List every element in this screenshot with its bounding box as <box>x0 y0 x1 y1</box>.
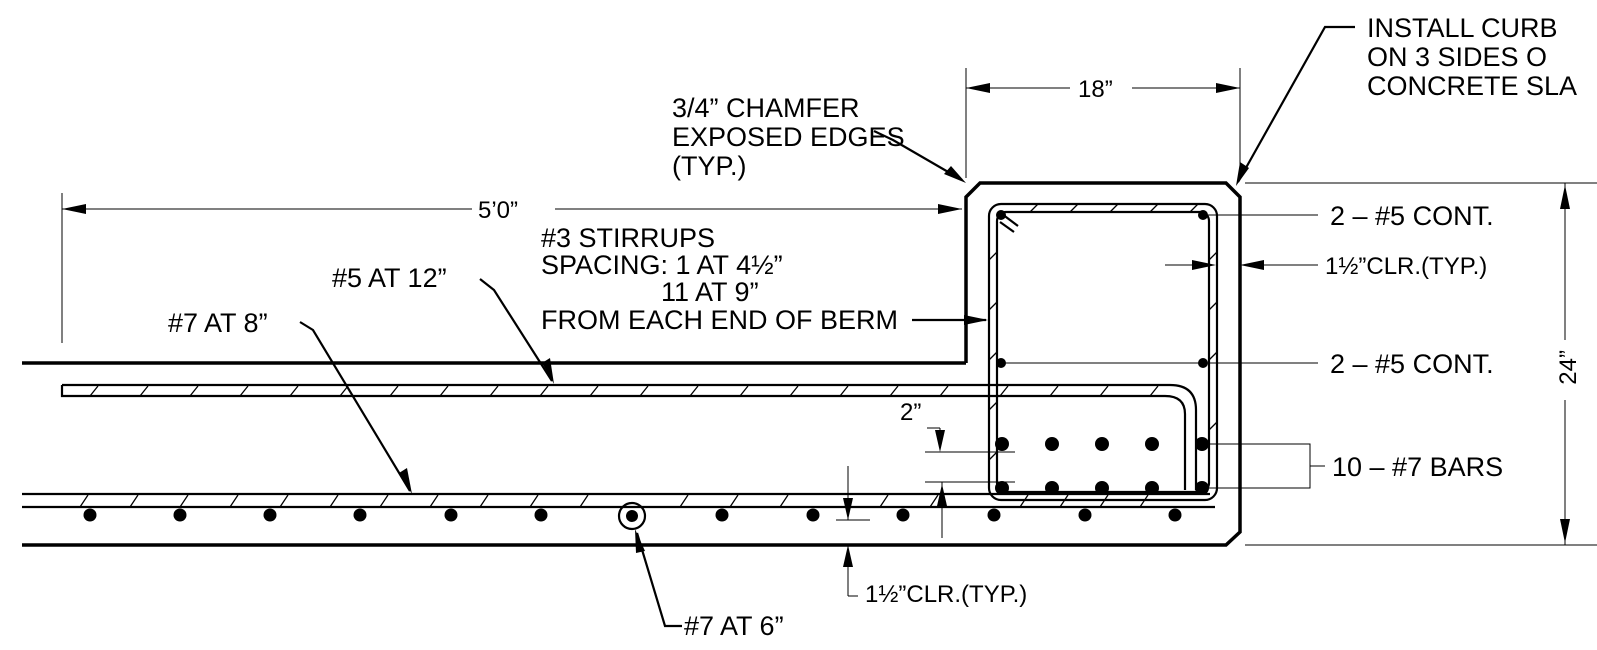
dim-2-label: 2” <box>900 399 921 426</box>
chamfer-leader <box>873 130 966 183</box>
dimension-24 <box>1245 182 1597 546</box>
dim-24-label: 24” <box>1555 350 1582 385</box>
bar5-at-12-label: #5 AT 12” <box>332 263 447 293</box>
chamfer-note-line3: (TYP.) <box>672 151 747 181</box>
stirrup-note-line1: #3 STIRRUPS <box>541 223 715 253</box>
bars-10-label: 10 – #7 BARS <box>1332 452 1503 482</box>
dimension-18 <box>965 68 1241 178</box>
top-cont-label: 2 – #5 CONT. <box>1330 201 1494 231</box>
bar7-at-6-label: #7 AT 6” <box>684 611 784 641</box>
bar5-leader <box>479 278 554 384</box>
stirrup-leader <box>912 315 988 325</box>
install-curb-note-line2: ON 3 SIDES O <box>1367 42 1547 72</box>
clear-bottom-label: 1½”CLR.(TYP.) <box>865 581 1027 608</box>
install-curb-note-line1: INSTALL CURB <box>1367 13 1558 43</box>
slab-top-rebar <box>60 383 1198 490</box>
stirrup-note-line2: SPACING: 1 AT 4½” <box>541 250 783 280</box>
dim-5ft-label: 5’0” <box>478 197 518 224</box>
bars10-leader <box>1202 443 1325 489</box>
clear-right-label: 1½”CLR.(TYP.) <box>1325 253 1487 280</box>
rebar-hatch <box>79 203 1218 508</box>
clear-bottom-dim <box>836 466 870 597</box>
bar7-at-8-leader <box>299 321 412 494</box>
mid-cont-label: 2 – #5 CONT. <box>1330 349 1494 379</box>
stirrup <box>987 202 1219 502</box>
dimension-5ft <box>61 193 962 343</box>
concrete-outline <box>22 181 1242 547</box>
chamfer-note-line2: EXPOSED EDGES <box>672 122 905 152</box>
chamfer-note-line1: 3/4” CHAMFER <box>672 93 860 123</box>
dim-18-label: 18” <box>1078 76 1113 103</box>
clear-right-dim <box>1165 260 1318 270</box>
install-curb-leader <box>1236 25 1355 186</box>
bar7-at-8-label: #7 AT 8” <box>168 308 268 338</box>
stirrup-note-line3: 11 AT 9” <box>661 277 759 307</box>
dimension-2in <box>925 427 1015 538</box>
install-curb-note-line3: CONCRETE SLA <box>1367 71 1577 101</box>
stirrup-note-line4: FROM EACH END OF BERM <box>541 305 898 335</box>
bar7-at-6-leader <box>635 529 682 628</box>
